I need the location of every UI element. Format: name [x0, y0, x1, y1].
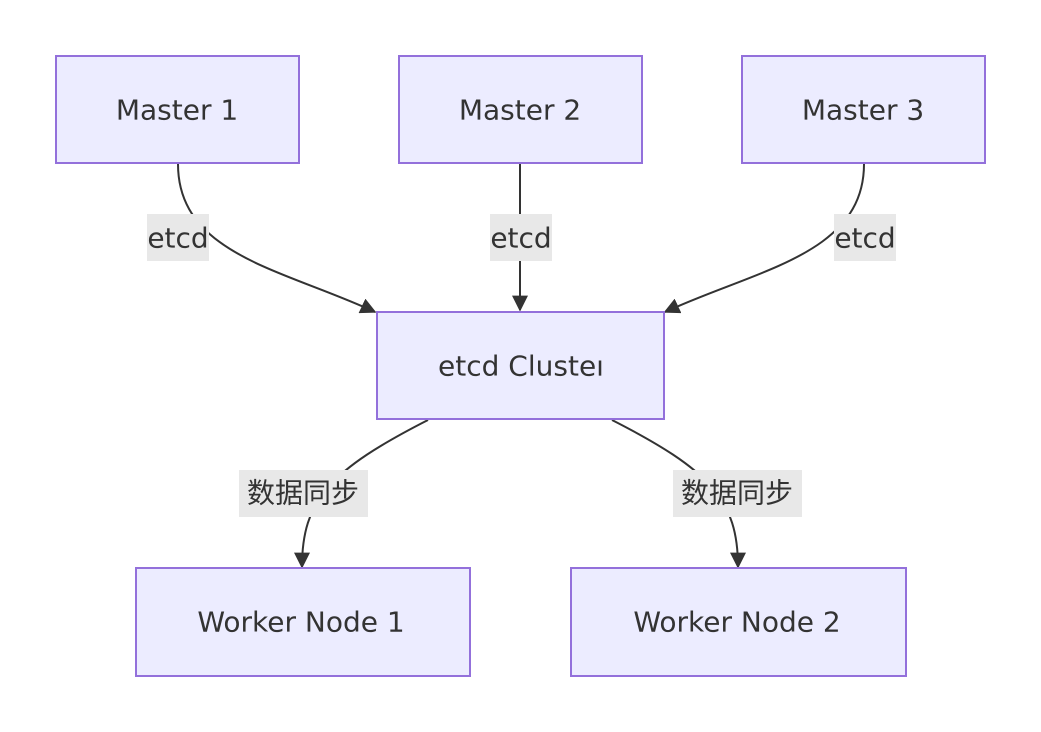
edge-label-text: etcd: [490, 222, 551, 255]
edge-label-master3: etcd: [834, 214, 896, 261]
edge-label-master1: etcd: [147, 214, 209, 261]
node-label: Master 2: [459, 94, 581, 127]
edge-label-text: etcd: [834, 222, 895, 255]
node-master-3: Master 3: [741, 55, 986, 164]
edge-label-text: 数据同步: [681, 477, 793, 510]
node-label: etcd Clusteı: [438, 350, 604, 383]
edge-master3-to-etcd-cluster: [663, 163, 865, 314]
edge-master1-to-etcd-cluster: [177, 163, 377, 314]
node-master-2: Master 2: [398, 55, 643, 164]
node-label: Worker Node 1: [197, 606, 404, 639]
node-label: Master 1: [116, 94, 238, 127]
edge-label-master2: etcd: [490, 214, 552, 261]
edge-label-text: 数据同步: [247, 477, 359, 510]
node-worker-node-2: Worker Node 2: [570, 567, 907, 677]
node-worker-node-1: Worker Node 1: [135, 567, 471, 677]
edge-label-worker1: 数据同步: [239, 470, 368, 517]
edge-label-text: etcd: [147, 222, 208, 255]
node-master-1: Master 1: [55, 55, 300, 164]
node-label: Worker Node 2: [633, 606, 840, 639]
node-etcd-cluster: etcd Clusteı: [376, 311, 665, 420]
node-label: Master 3: [802, 94, 924, 127]
edge-label-worker2: 数据同步: [673, 470, 802, 517]
